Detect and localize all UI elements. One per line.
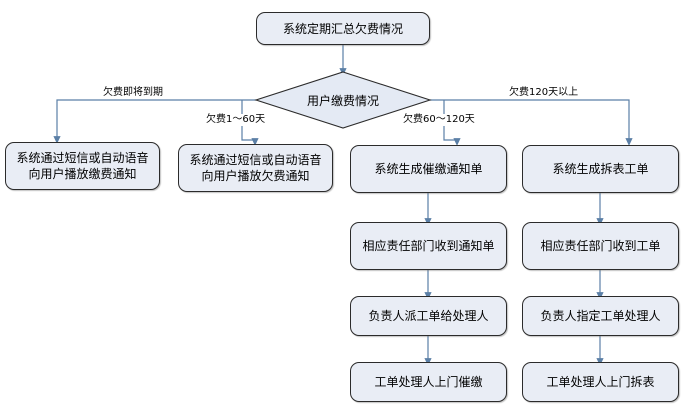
node-c3-s1[interactable]: 系统生成催缴通知单 — [350, 145, 507, 193]
edge-label-branch-4: 欠费120天以上 — [508, 87, 580, 99]
node-c2-s1[interactable]: 系统通过短信或自动语音向用户播放欠费通知 — [178, 144, 333, 192]
node-c3-s4[interactable]: 工单处理人上门催缴 — [350, 362, 507, 402]
node-label: 相应责任部门收到通知单 — [362, 239, 495, 253]
node-label: 负责人指定工单处理人 — [540, 309, 661, 323]
edge-label-branch-1: 欠费即将到期 — [102, 87, 164, 99]
node-label: 系统通过短信或自动语音向用户播放欠费通知 — [189, 153, 322, 183]
node-label: 工单处理人上门拆表 — [546, 375, 655, 389]
start-node-label: 系统定期汇总欠费情况 — [282, 21, 403, 36]
node-c4-s2[interactable]: 相应责任部门收到工单 — [522, 222, 679, 270]
node-label: 相应责任部门收到工单 — [540, 239, 661, 253]
start-node[interactable]: 系统定期汇总欠费情况 — [256, 12, 430, 45]
node-c4-s1[interactable]: 系统生成拆表工单 — [522, 145, 679, 193]
node-label: 系统生成拆表工单 — [552, 162, 649, 176]
node-c4-s4[interactable]: 工单处理人上门拆表 — [522, 362, 679, 402]
node-label: 负责人派工单给处理人 — [368, 309, 489, 323]
edge-label-branch-3: 欠费60～120天 — [402, 114, 476, 126]
decision-node[interactable]: 用户缴费情况 — [256, 72, 430, 128]
decision-node-label: 用户缴费情况 — [306, 93, 379, 108]
node-c4-s3[interactable]: 负责人指定工单处理人 — [522, 296, 679, 336]
node-label: 系统通过短信或自动语音向用户播放缴费通知 — [16, 151, 149, 181]
node-label: 系统生成催缴通知单 — [374, 162, 483, 176]
node-c1-s1[interactable]: 系统通过短信或自动语音向用户播放缴费通知 — [5, 142, 160, 190]
node-label: 工单处理人上门催缴 — [374, 375, 483, 389]
node-c3-s3[interactable]: 负责人派工单给处理人 — [350, 296, 507, 336]
node-c3-s2[interactable]: 相应责任部门收到通知单 — [350, 222, 507, 270]
edge-label-branch-2: 欠费1～60天 — [205, 114, 267, 126]
